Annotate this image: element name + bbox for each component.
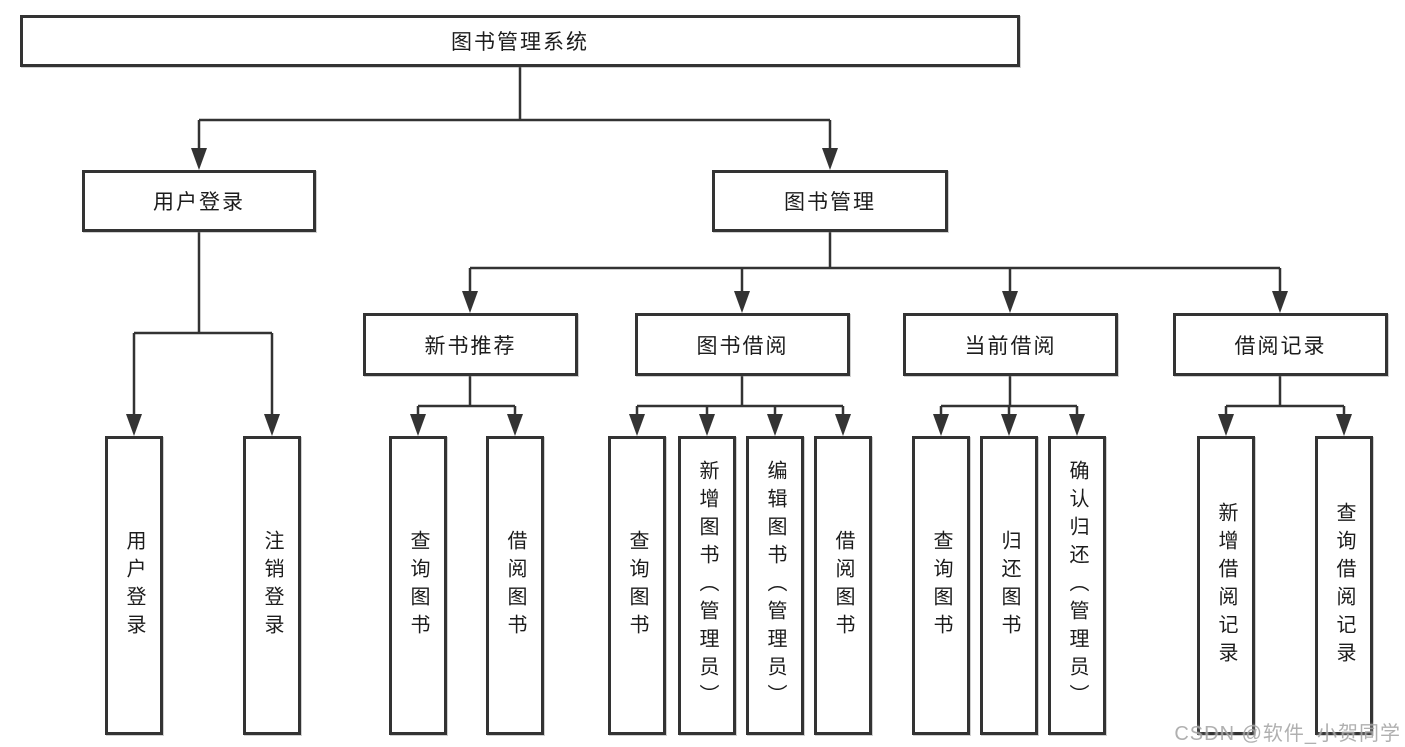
leaf-add-borrow-record: 新增借阅记录 — [1197, 436, 1255, 735]
node-new-book-recommendation: 新书推荐 — [363, 313, 578, 376]
csdn-watermark: CSDN @软件_小贺同学 — [1174, 723, 1401, 745]
connector-borrowing-records-to-leaves — [1218, 376, 1352, 436]
leaf-borrow-books-borrowing: 借阅图书 — [814, 436, 872, 735]
connector-current-borrowing-to-leaves — [933, 376, 1085, 436]
node-library-management-system: 图书管理系统 — [20, 15, 1020, 67]
leaf-logout: 注销登录 — [243, 436, 301, 735]
connector-user-login-to-leaves — [126, 232, 280, 436]
leaf-query-books-recommend: 查询图书 — [389, 436, 447, 735]
leaf-borrow-books-recommend: 借阅图书 — [486, 436, 544, 735]
node-label: 用户登录 — [123, 529, 145, 642]
node-label: 新书推荐 — [424, 334, 517, 358]
connector-new-book-recommendation-to-leaves — [410, 376, 523, 436]
node-label: 图书管理系统 — [451, 31, 589, 54]
node-borrowing-records: 借阅记录 — [1173, 313, 1388, 376]
node-book-borrowing: 图书借阅 — [635, 313, 850, 376]
node-label: 查询借阅记录 — [1333, 501, 1355, 670]
leaf-edit-book-admin: 编辑图书（管理员） — [746, 436, 804, 735]
node-label: 图书管理 — [784, 191, 876, 214]
node-label: 注销登录 — [261, 529, 283, 642]
leaf-user-login: 用户登录 — [105, 436, 163, 735]
node-current-borrowing: 当前借阅 — [903, 313, 1118, 376]
node-label: 当前借阅 — [964, 334, 1057, 358]
leaf-query-books-borrowing: 查询图书 — [608, 436, 666, 735]
node-label: 借阅图书 — [504, 529, 526, 642]
node-label: 借阅记录 — [1234, 334, 1327, 358]
leaf-query-borrow-record: 查询借阅记录 — [1315, 436, 1373, 735]
connector-root-to-level2 — [191, 67, 838, 170]
node-label: 图书借阅 — [696, 334, 789, 358]
leaf-query-books-current: 查询图书 — [912, 436, 970, 735]
node-label: 编辑图书（管理员） — [764, 459, 786, 712]
node-label: 查询图书 — [407, 529, 429, 642]
leaf-return-books: 归还图书 — [980, 436, 1038, 735]
node-label: 用户登录 — [153, 191, 245, 214]
node-label: 归还图书 — [998, 529, 1020, 642]
node-label: 借阅图书 — [832, 529, 854, 642]
leaf-add-book-admin: 新增图书（管理员） — [678, 436, 736, 735]
node-label: 查询图书 — [626, 529, 648, 642]
node-label: 确认归还（管理员） — [1066, 459, 1088, 712]
node-label: 新增借阅记录 — [1215, 501, 1237, 670]
connector-book-borrowing-to-leaves — [629, 376, 851, 436]
node-label: 查询图书 — [930, 529, 952, 642]
leaf-confirm-return-admin: 确认归还（管理员） — [1048, 436, 1106, 735]
node-user-login: 用户登录 — [82, 170, 316, 232]
node-book-management: 图书管理 — [712, 170, 948, 232]
connector-book-management-to-level3 — [462, 232, 1288, 313]
node-label: 新增图书（管理员） — [696, 459, 718, 712]
